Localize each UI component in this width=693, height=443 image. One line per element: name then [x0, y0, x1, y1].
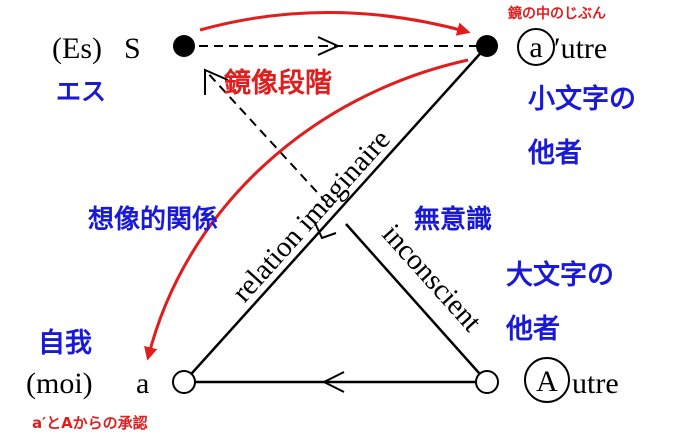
arrow-icon-bottom [321, 371, 345, 393]
hollow-circle-node-ego [172, 370, 196, 394]
big-other-note-line1: 大文字の [506, 259, 614, 291]
unconscious-label: 無意識 [414, 204, 492, 235]
edge-unconscious-to-subject-dashed [204, 69, 328, 204]
subject-prefix: (Es) [52, 32, 102, 65]
arrow-icon-top [317, 36, 341, 56]
circled-letter-ring-small [517, 28, 555, 66]
other-small-circled-letter: a [529, 31, 542, 64]
ego-prefix: (moi) [26, 367, 93, 400]
es-note: エス [56, 77, 106, 106]
arrow-icon-imaginary [314, 222, 337, 240]
big-other-note-line2: 他者 [505, 314, 560, 345]
arrow-icon-subject [204, 68, 229, 95]
small-other-note-line2: 他者 [527, 138, 582, 169]
mirror-stage-arrow [199, 11, 471, 36]
small-other-note-line1: 小文字の [528, 83, 636, 115]
subject-label: S [124, 32, 141, 65]
other-big-suffix: utre [572, 367, 619, 400]
ego-label: a [136, 367, 149, 400]
mirror-self-note: 鏡の中のじぶん [508, 5, 606, 22]
hollow-circle-node-other-big [475, 370, 499, 394]
imaginary-relation-arrow [144, 58, 469, 361]
other-small-suffix: ′utre [554, 32, 607, 65]
circled-letter-ring-big [524, 357, 570, 403]
filled-circle-node-other-small [476, 35, 498, 57]
ego-note: 自我 [38, 327, 92, 359]
other-big-circled-letter: A [536, 365, 558, 398]
mirror-stage-label: 鏡像段階 [224, 67, 332, 99]
edge-other-small-to-ego [183, 45, 488, 383]
edge-other-big-unconscious [345, 223, 488, 383]
imaginary-relation-label: 想像的関係 [88, 204, 218, 235]
filled-circle-node-subject [173, 35, 195, 57]
relation-imaginaire-label: relation imaginaire [226, 124, 397, 309]
recognition-note: a′とAからの承認 [32, 414, 148, 432]
